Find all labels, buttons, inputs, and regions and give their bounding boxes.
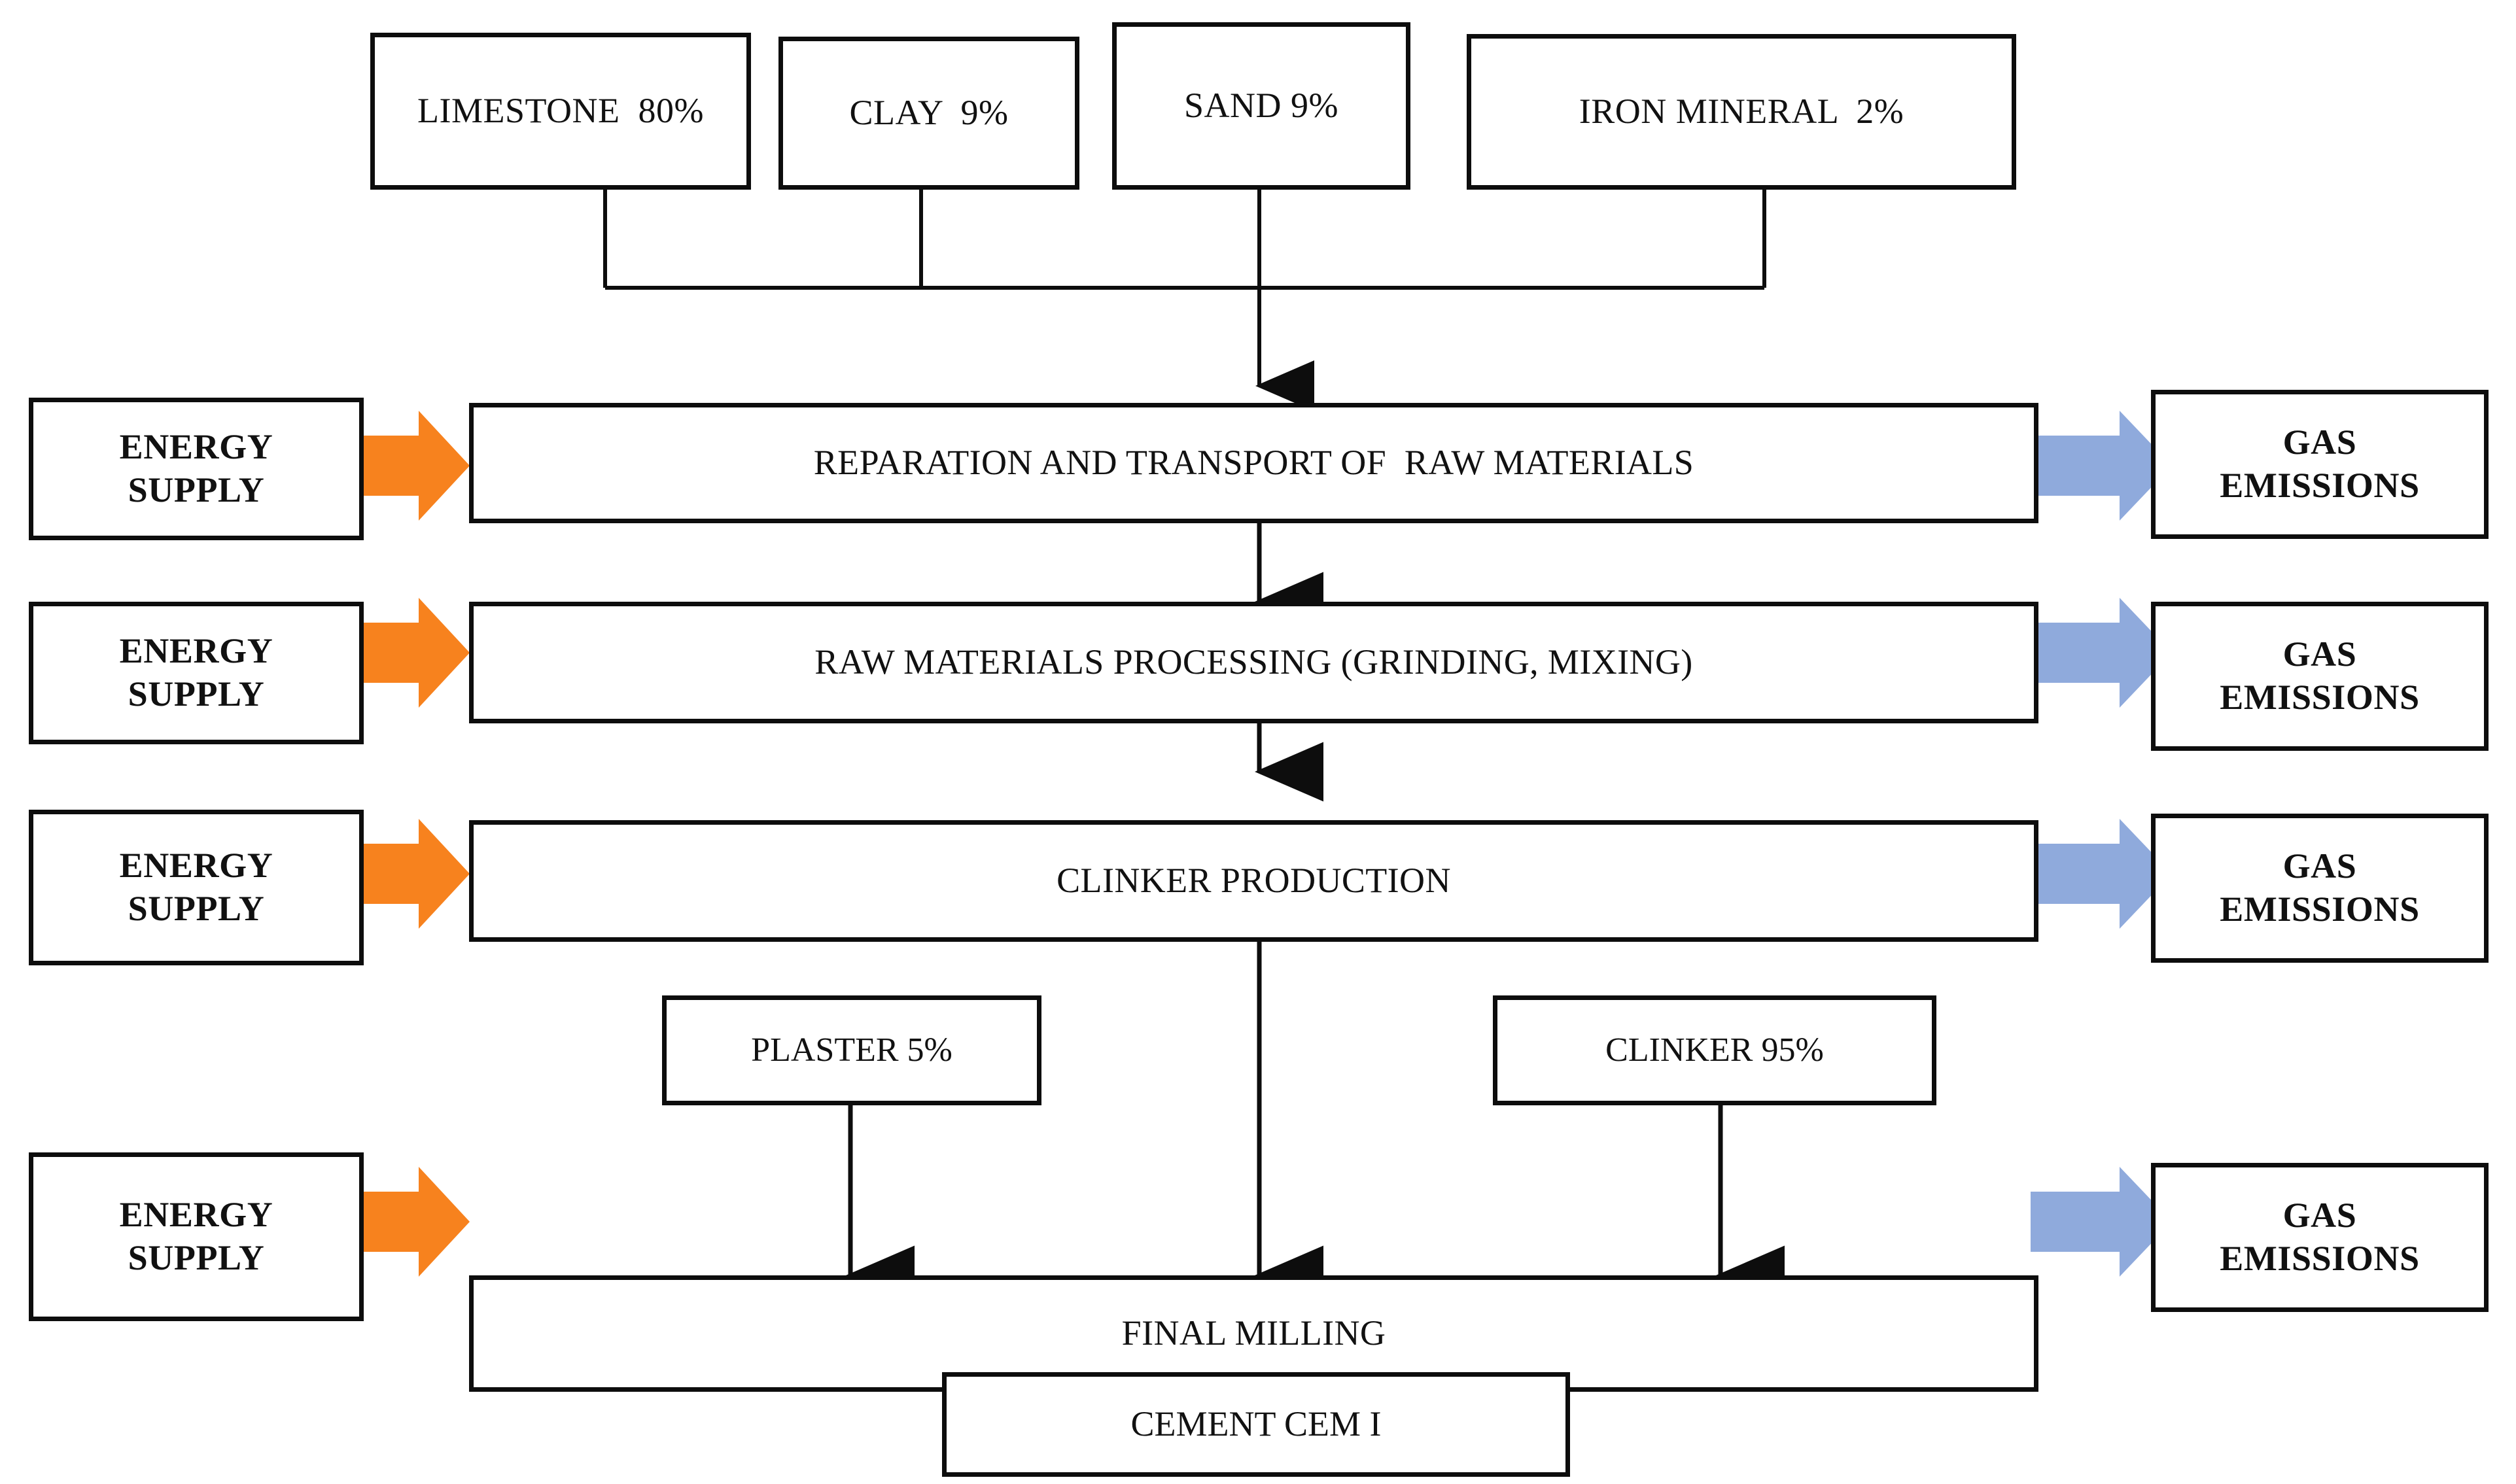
emission-arrow-icon-4	[2031, 1167, 2172, 1277]
gas-emissions-box-4[interactable]: GAS EMISSIONS	[2151, 1163, 2489, 1312]
gas-emissions-label-2: GAS EMISSIONS	[2220, 634, 2420, 717]
energy-arrow-group	[330, 411, 470, 1277]
raw-material-label-clay: CLAY 9%	[849, 93, 1009, 133]
energy-supply-box-4[interactable]: ENERGY SUPPLY	[29, 1152, 364, 1321]
gas-emissions-label-3: GAS EMISSIONS	[2220, 846, 2420, 929]
energy-supply-label-1: ENERGY SUPPLY	[119, 427, 273, 509]
process-box-preparation[interactable]: REPARATION AND TRANSPORT OF RAW MATERIAL…	[469, 403, 2038, 523]
gas-emissions-box-2[interactable]: GAS EMISSIONS	[2151, 602, 2489, 751]
energy-supply-box-1[interactable]: ENERGY SUPPLY	[29, 398, 364, 540]
energy-arrow-icon-2	[330, 598, 470, 708]
energy-supply-label-2: ENERGY SUPPLY	[119, 631, 273, 714]
energy-arrow-icon-1	[330, 411, 470, 521]
emission-arrow-group	[2031, 411, 2172, 1277]
raw-material-box-sand[interactable]: SAND 9%	[1112, 22, 1410, 190]
raw-material-box-clay[interactable]: CLAY 9%	[778, 37, 1079, 190]
emission-arrow-icon-1	[2031, 411, 2172, 521]
additive-label-clinker: CLINKER 95%	[1605, 1031, 1824, 1069]
process-label-preparation: REPARATION AND TRANSPORT OF RAW MATERIAL…	[813, 443, 1694, 483]
emission-arrow-icon-2	[2031, 598, 2172, 708]
gas-emissions-box-1[interactable]: GAS EMISSIONS	[2151, 390, 2489, 539]
process-label-raw-processing: RAW MATERIALS PROCESSING (GRINDING, MIXI…	[814, 642, 1693, 682]
gas-emissions-label-4: GAS EMISSIONS	[2220, 1196, 2420, 1278]
raw-material-box-limestone[interactable]: LIMESTONE 80%	[370, 33, 751, 190]
process-label-final-milling: FINAL MILLING	[1121, 1313, 1386, 1353]
product-label-cement: CEMENT CEM I	[1130, 1404, 1382, 1444]
raw-material-label-iron-mineral: IRON MINERAL 2%	[1579, 92, 1904, 131]
product-box-cement[interactable]: CEMENT CEM I	[942, 1372, 1570, 1477]
raw-material-label-sand: SAND 9%	[1183, 86, 1338, 126]
additive-box-clinker[interactable]: CLINKER 95%	[1493, 995, 1936, 1105]
raw-material-label-limestone: LIMESTONE 80%	[417, 91, 704, 131]
energy-supply-label-3: ENERGY SUPPLY	[119, 846, 273, 928]
emission-arrow-icon-3	[2031, 819, 2172, 929]
energy-supply-box-2[interactable]: ENERGY SUPPLY	[29, 602, 364, 744]
energy-arrow-icon-4	[330, 1167, 470, 1277]
additive-box-plaster[interactable]: PLASTER 5%	[662, 995, 1041, 1105]
gas-emissions-box-3[interactable]: GAS EMISSIONS	[2151, 814, 2489, 963]
energy-supply-box-3[interactable]: ENERGY SUPPLY	[29, 810, 364, 965]
process-box-clinker-production[interactable]: CLINKER PRODUCTION	[469, 820, 2038, 942]
gas-emissions-label-1: GAS EMISSIONS	[2220, 423, 2420, 505]
additive-label-plaster: PLASTER 5%	[751, 1031, 952, 1069]
process-box-raw-processing[interactable]: RAW MATERIALS PROCESSING (GRINDING, MIXI…	[469, 602, 2038, 723]
process-label-clinker-production: CLINKER PRODUCTION	[1057, 861, 1451, 901]
raw-material-box-iron-mineral[interactable]: IRON MINERAL 2%	[1467, 34, 2016, 190]
energy-supply-label-4: ENERGY SUPPLY	[119, 1195, 273, 1277]
energy-arrow-icon-3	[330, 819, 470, 929]
